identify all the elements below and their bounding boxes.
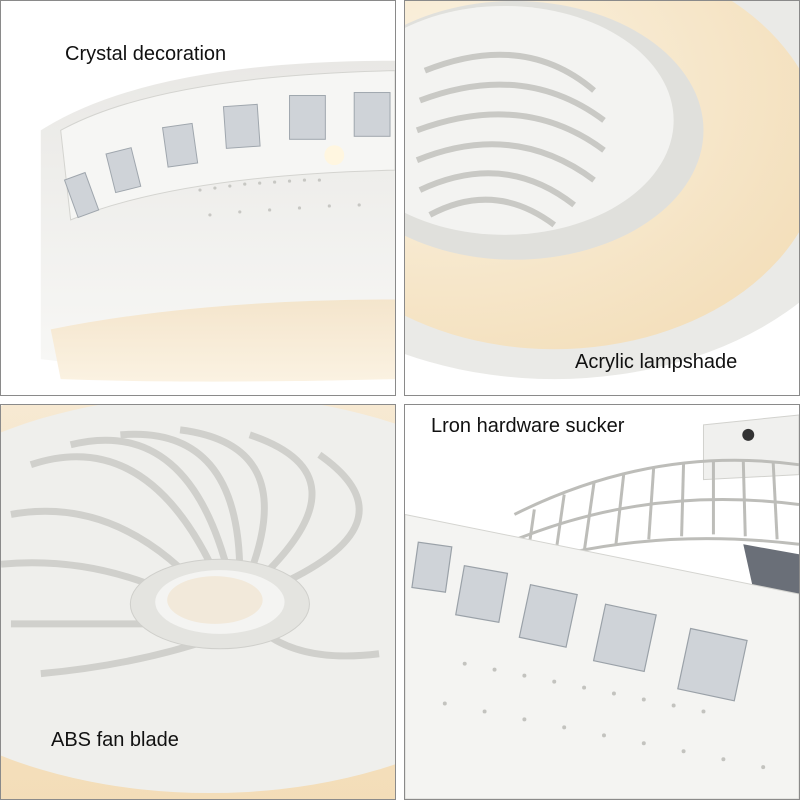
panel-crystal-decoration: Crystal decoration [0,0,396,396]
panel-abs-fan-blade: ABS fan blade [0,404,396,800]
lampshade-illustration [405,1,799,395]
caption-acrylic-lampshade: Acrylic lampshade [575,351,738,373]
panel-acrylic-lampshade: Acrylic lampshade [404,0,800,396]
caption-crystal-decoration: Crystal decoration [65,43,227,65]
panel-iron-hardware-sucker: Lron hardware sucker [404,404,800,800]
caption-iron-hardware-sucker: Lron hardware sucker [431,415,625,437]
caption-abs-fan-blade: ABS fan blade [51,729,179,751]
fan-blade-illustration [1,405,395,799]
crystal-band-illustration [1,1,395,395]
hardware-cage-illustration [405,405,799,799]
